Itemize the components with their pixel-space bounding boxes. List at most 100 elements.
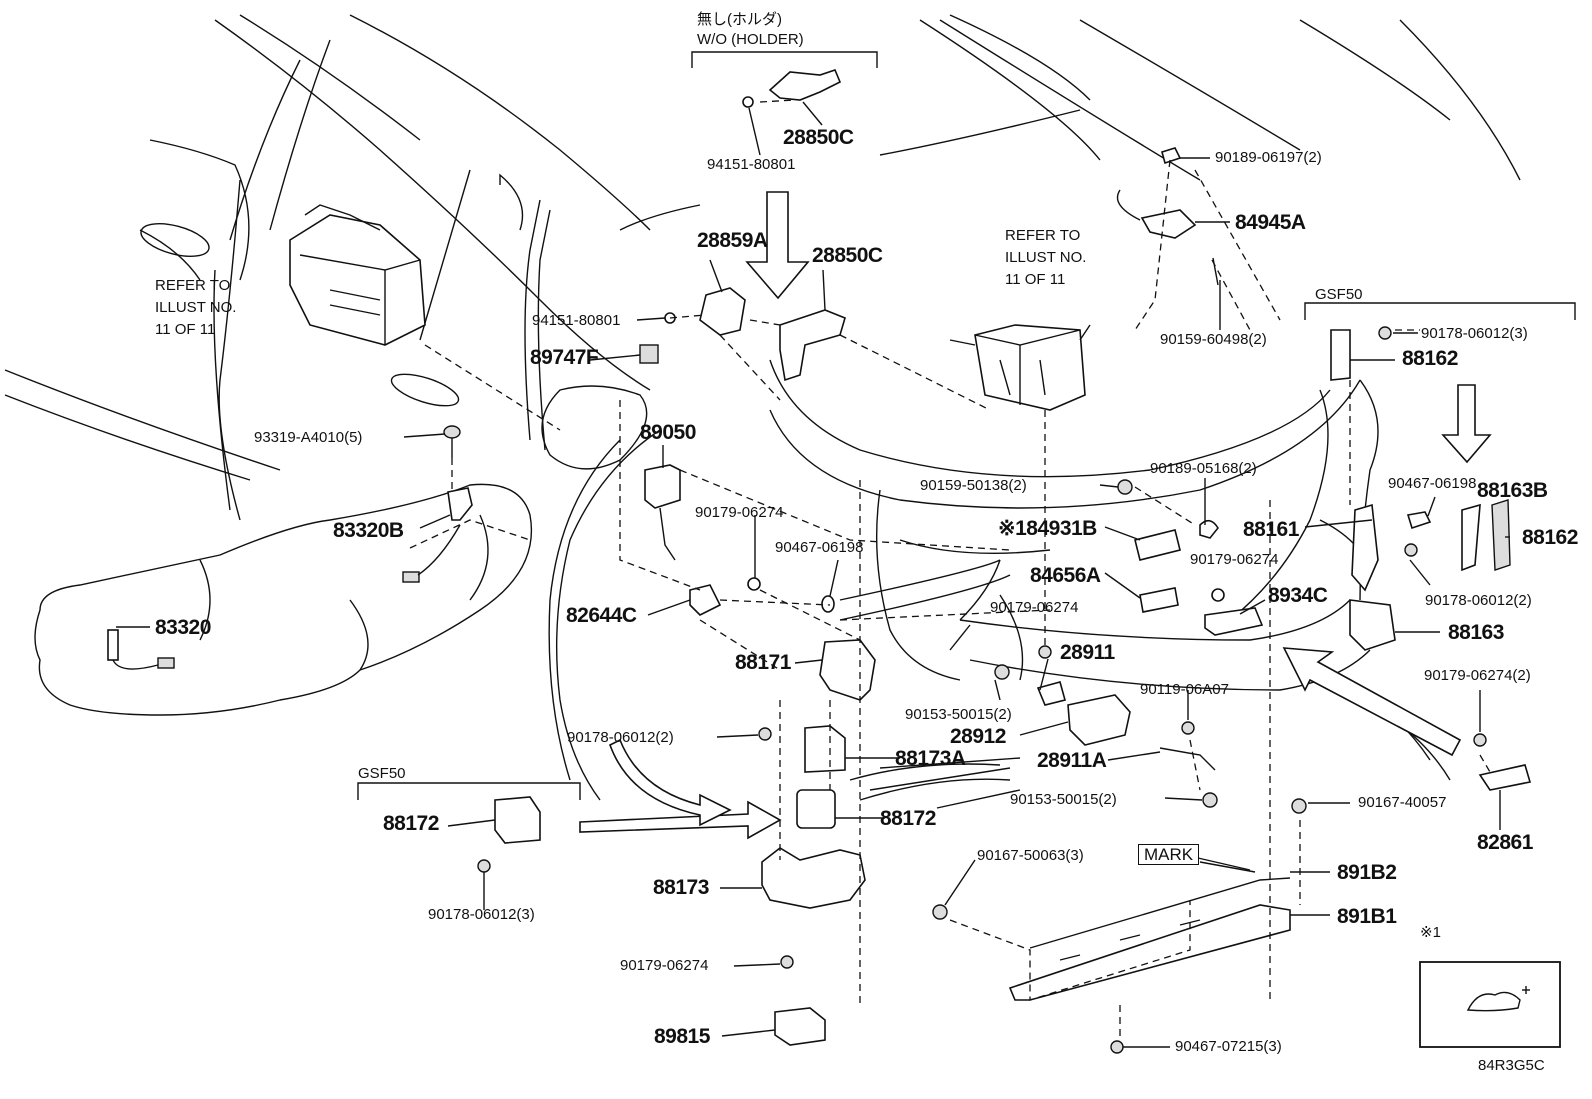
part-90178-b-label: 90178-06012(3): [428, 906, 535, 923]
part-90178-d-label: 90178-06012(2): [1425, 592, 1532, 609]
part-90178-a-label: 90178-06012(2): [567, 729, 674, 746]
part-83320: [107, 629, 175, 670]
part-83320B-label: 83320B: [333, 519, 404, 542]
bracket-gsf50-left: [357, 782, 581, 800]
part-84945A: [1140, 209, 1197, 239]
part-89050-label: 89050: [640, 421, 696, 444]
part-88163B: [1461, 503, 1481, 572]
part-8934C: [1204, 607, 1264, 636]
part-82644C-label: 82644C: [566, 604, 637, 627]
part-90119-label: 90119-06A07: [1140, 681, 1229, 698]
part-88172-center-label: 88172: [880, 807, 936, 830]
part-28912-label: 28912: [950, 725, 1006, 748]
leader-lines: [116, 101, 1510, 1048]
part-93319-label: 93319-A4010(5): [254, 429, 363, 446]
part-88163-label: 88163: [1448, 621, 1504, 644]
dashed-assembly-lines: [409, 99, 1491, 1040]
part-90153-a-label: 90153-50015(2): [905, 706, 1012, 723]
part-8934C-label: 8934C: [1268, 584, 1328, 607]
refer-note-center: REFER TO ILLUST NO. 11 OF 11: [1005, 227, 1087, 288]
part-82861: [1478, 764, 1532, 791]
part-84656A: [1139, 587, 1179, 613]
bracket-holder: [691, 51, 878, 68]
part-89747F: [639, 344, 659, 364]
part-90467-b-label: 90467-06198: [1388, 475, 1477, 492]
part-83320-label: 83320: [155, 616, 211, 639]
part-88172-left-label: 88172: [383, 812, 439, 835]
part-89815-label: 89815: [654, 1025, 710, 1048]
part-94151-top-label: 94151-80801: [707, 156, 796, 173]
part-88162-lower: [1491, 499, 1511, 571]
part-94151-label: 94151-80801: [532, 312, 621, 329]
fender-liner: [34, 483, 533, 716]
part-28859A: [664, 287, 746, 336]
ecu-box-center: [949, 324, 1091, 411]
holder-label-en: W/O (HOLDER): [697, 31, 804, 48]
part-88163B-label: 88163B: [1477, 479, 1548, 502]
part-84931B: [1134, 529, 1181, 561]
part-88173-label: 88173: [653, 876, 709, 899]
part-88161: [1351, 503, 1379, 592]
part-84945A-label: 84945A: [1235, 211, 1306, 234]
part-88172-left: [494, 796, 541, 844]
nut-90178-right: [1404, 543, 1418, 557]
part-90467-c-label: 90467-07215(3): [1175, 1038, 1282, 1055]
part-28911: [1036, 681, 1066, 706]
part-88171: [819, 639, 876, 701]
arrow-down: [745, 191, 810, 300]
part-90167-a-label: 90167-40057: [1358, 794, 1447, 811]
holder-label-ja: 無し(ホルダ): [697, 11, 782, 28]
nut-90178: [758, 727, 772, 741]
note-symbol: ※1: [1420, 924, 1441, 941]
part-891B1-label: 891B1: [1337, 905, 1397, 928]
bracket-gsf50-right: [1304, 302, 1576, 320]
part-90189-b-label: 90189-05168(2): [1150, 460, 1257, 477]
part-88171-label: 88171: [735, 651, 791, 674]
nut-90179-bottom: [780, 955, 794, 969]
part-88173A-label: 88173A: [895, 747, 966, 770]
part-82644C: [689, 584, 722, 616]
part-88162-lower-label: 88162: [1522, 526, 1578, 549]
arrow-left-curve: [609, 738, 732, 827]
part-90179-b-label: 90179-06274: [620, 957, 709, 974]
nut-90179-e: [1473, 733, 1487, 747]
part-88163: [1349, 599, 1396, 651]
part-90159-b-label: 90159-50138(2): [920, 477, 1027, 494]
part-89747F-label: 89747F: [530, 346, 599, 369]
diagram-code: 84R3G5C: [1478, 1057, 1545, 1074]
nut-90179-right: [1211, 588, 1225, 602]
arrow-right: [579, 800, 782, 840]
part-891B2-label: 891B2: [1337, 861, 1397, 884]
bolt-90167-40057: [1291, 798, 1307, 814]
part-90179-d-label: 90179-06274: [990, 599, 1079, 616]
part-28850C-top: [742, 69, 842, 108]
part-28859A-label: 28859A: [697, 229, 768, 252]
part-90167-b-label: 90167-50063(3): [977, 847, 1084, 864]
part-88173A: [804, 725, 846, 773]
part-88161-label: 88161: [1243, 518, 1299, 541]
relay-box-left: [289, 204, 426, 346]
part-84656A-label: 84656A: [1030, 564, 1101, 587]
part-90189-a-label: 90189-06197(2): [1215, 149, 1322, 166]
part-82861-label: 82861: [1477, 831, 1533, 854]
part-90179-c-label: 90179-06274: [1190, 551, 1279, 568]
part-90153-b-label: 90153-50015(2): [1010, 791, 1117, 808]
nut-90178-upper: [1378, 326, 1392, 340]
bolt-90119: [1181, 721, 1195, 735]
part-28912: [1067, 694, 1131, 746]
part-90159-a-label: 90159-60498(2): [1160, 331, 1267, 348]
nut-90179: [747, 577, 761, 591]
bolt-90153-a: [994, 664, 1010, 680]
clip-90467-06198: [1406, 511, 1432, 530]
part-90467-a-label: 90467-06198: [775, 539, 864, 556]
gsf50-right-label: GSF50: [1315, 286, 1363, 303]
bracket-28911A: [1159, 747, 1216, 771]
part-90179-a-label: 90179-06274: [695, 504, 784, 521]
mark-box: MARK: [1138, 844, 1200, 865]
part-83320B: [402, 487, 473, 583]
bolt-90153-b: [1202, 792, 1218, 808]
arrow-down-right: [1441, 384, 1492, 464]
part-88162-upper-label: 88162: [1402, 347, 1458, 370]
part-88162-upper: [1330, 329, 1351, 381]
part-28850C: [779, 309, 846, 382]
